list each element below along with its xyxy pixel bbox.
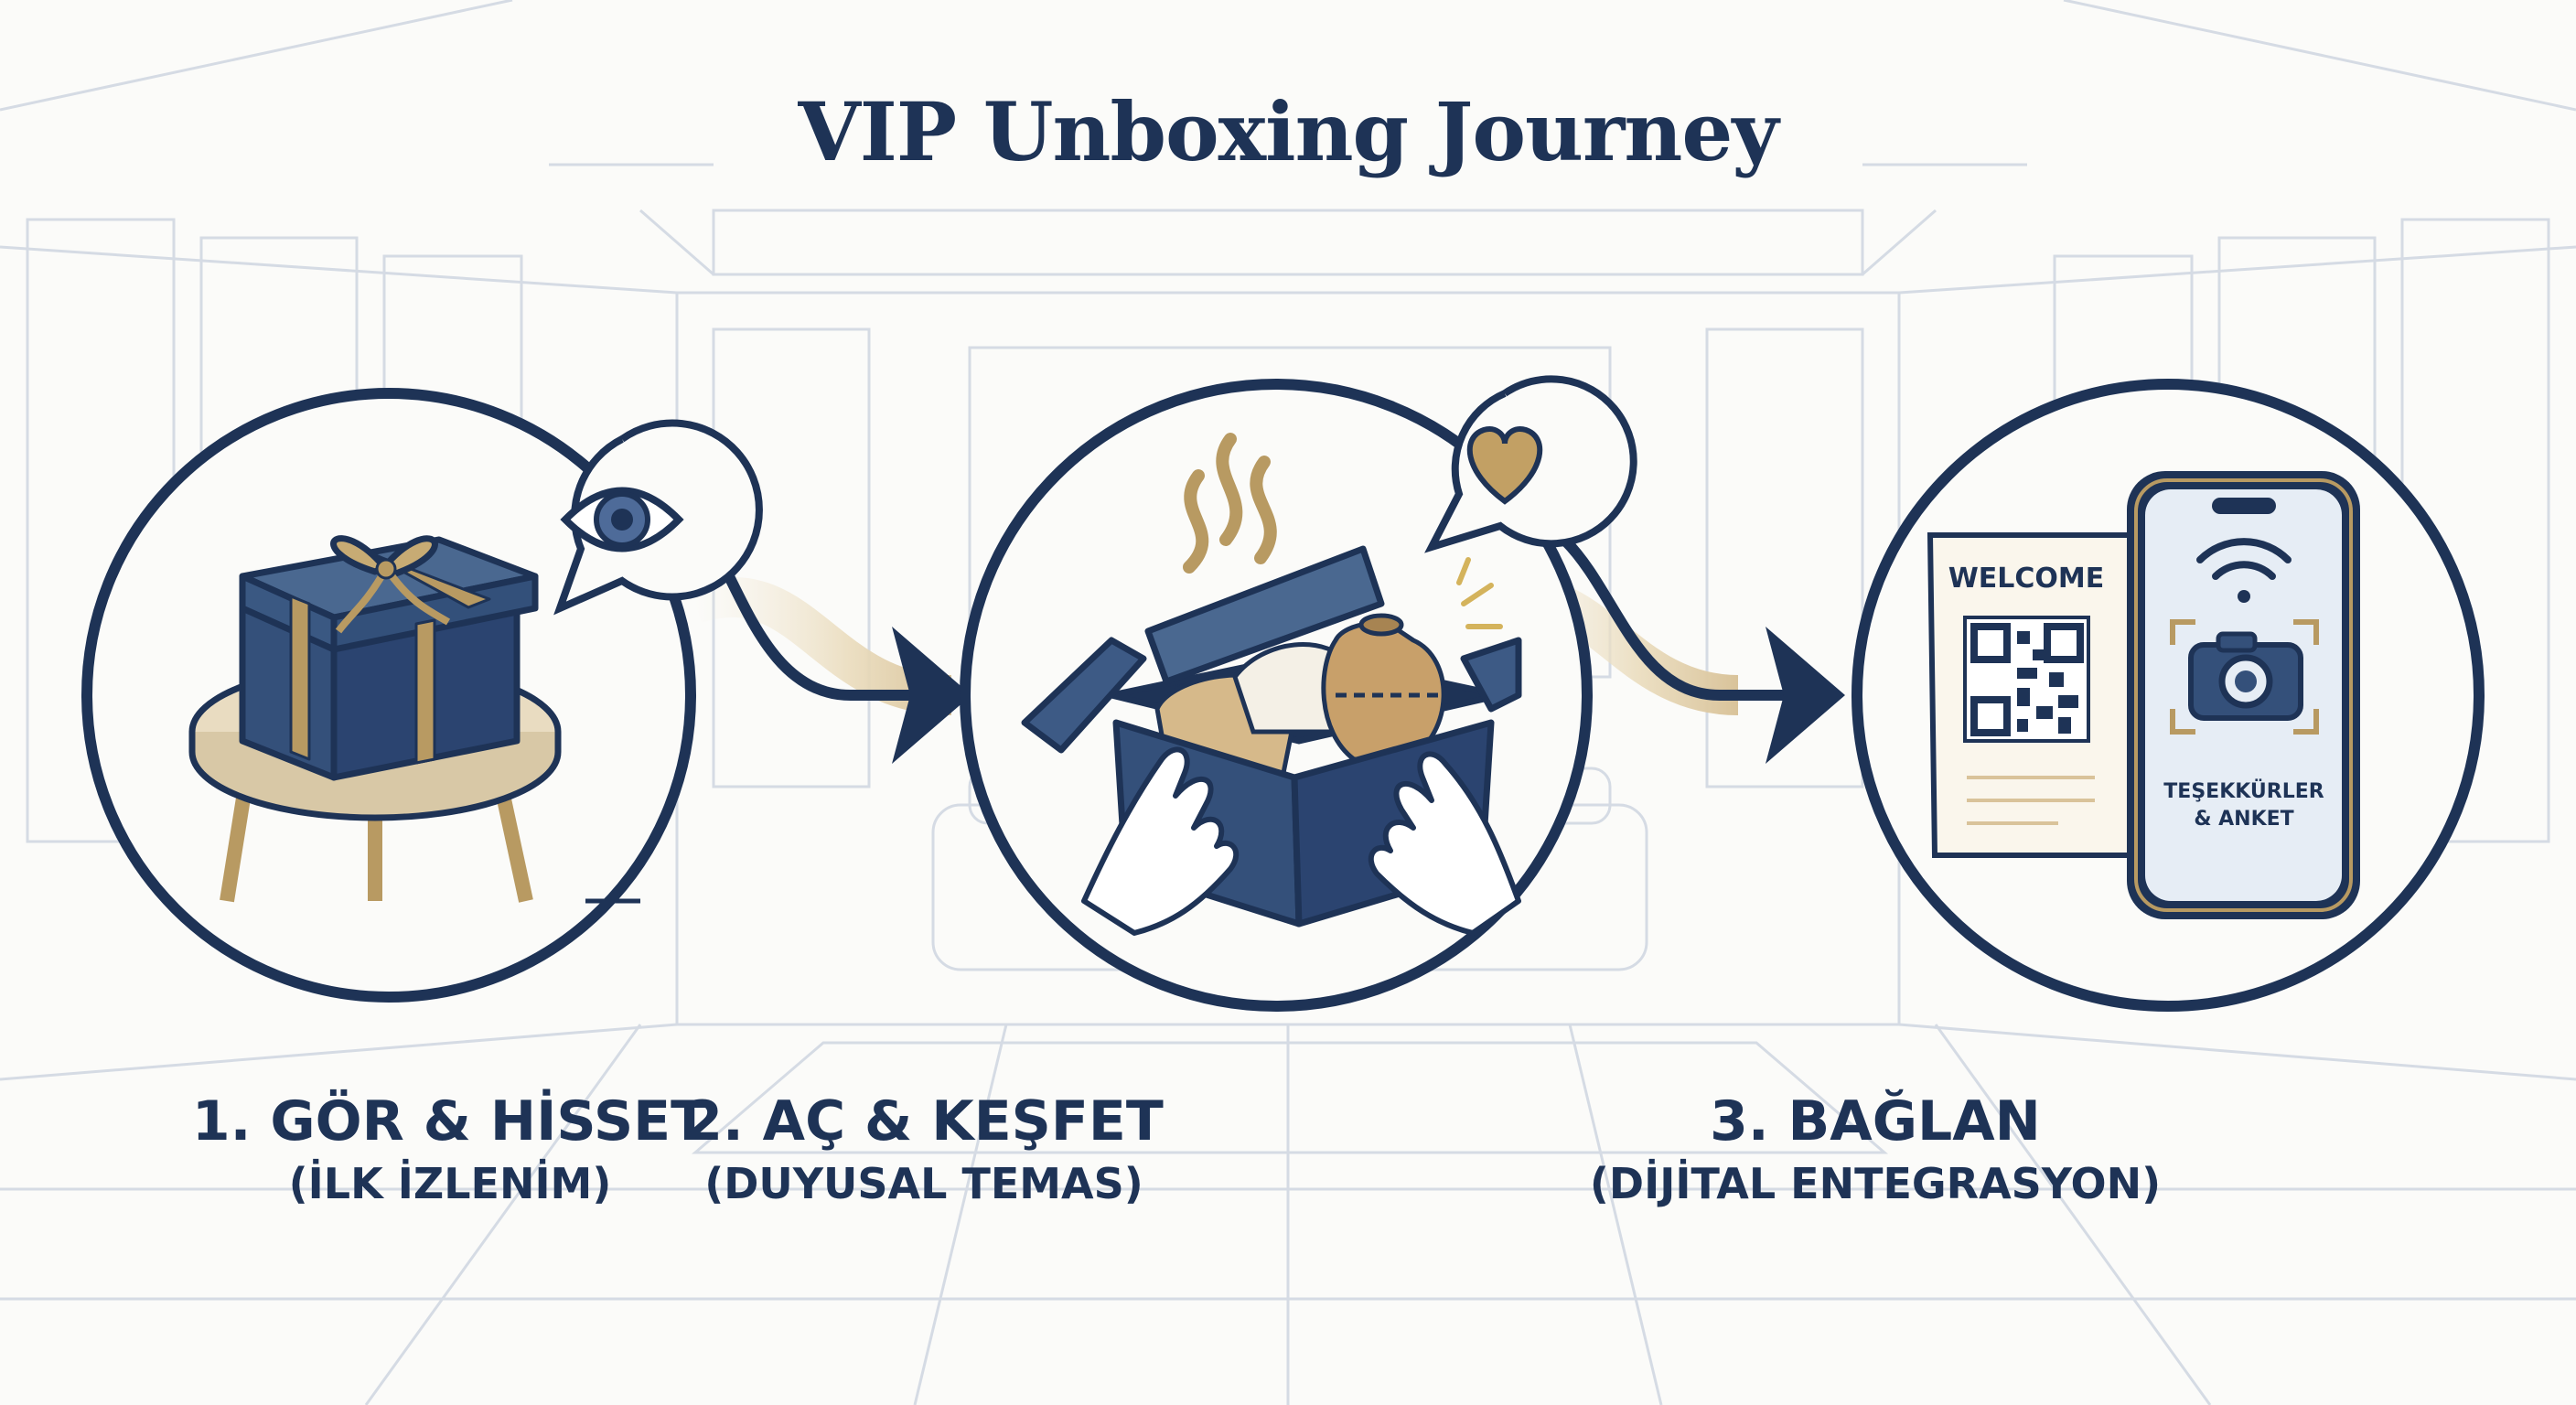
heart-icon <box>1424 375 1637 553</box>
step-1-title: 1. GÖR & HİSSET <box>191 1089 709 1153</box>
camera-scan-frame <box>2170 619 2319 735</box>
step-3-title: 3. BAĞLAN <box>1710 1089 2041 1153</box>
step-2-label: 2. AÇ & KEŞFET (DUYUSAL TEMAS) <box>549 1089 1299 1213</box>
sparkle-lines <box>1456 557 1503 629</box>
wifi-icon <box>2196 538 2292 603</box>
phone-thanks-text: TEŞEKKÜRLER <box>2163 779 2324 803</box>
step-2-subtitle: (DUYUSAL TEMAS) <box>704 1159 1143 1208</box>
title-backdrop <box>714 55 1862 201</box>
step-1-label: 1. GÖR & HİSSET (İLK İZLENİM) <box>75 1089 825 1213</box>
hands <box>1081 746 1521 936</box>
welcome-card: WELCOME <box>1927 532 2140 858</box>
step-3-illustration: WELCOME <box>1852 379 2485 1012</box>
page-title: VIP Unboxing Journey <box>798 84 1778 179</box>
qr-code <box>1963 616 2090 743</box>
step-2-illustration <box>960 375 1637 1012</box>
step-1-illustration <box>81 388 763 1003</box>
steam-lines <box>1183 433 1277 574</box>
phone-survey-text: & ANKET <box>2194 808 2293 831</box>
welcome-card-text: WELCOME <box>1948 563 2105 595</box>
step-2-title: 2. AÇ & KEŞFET <box>684 1089 1164 1153</box>
step-1-subtitle: (İLK İZLENİM) <box>288 1159 612 1208</box>
camera-icon <box>2188 631 2303 721</box>
smartphone: TEŞEKKÜRLER & ANKET <box>2127 471 2360 919</box>
step-3-label: 3. BAĞLAN (DİJİTAL ENTEGRASYON) <box>1500 1089 2250 1213</box>
step-3-subtitle: (DİJİTAL ENTEGRASYON) <box>1589 1159 2162 1208</box>
gift-box <box>239 535 539 781</box>
eye-icon <box>553 419 763 616</box>
box-contents <box>1154 613 1446 789</box>
